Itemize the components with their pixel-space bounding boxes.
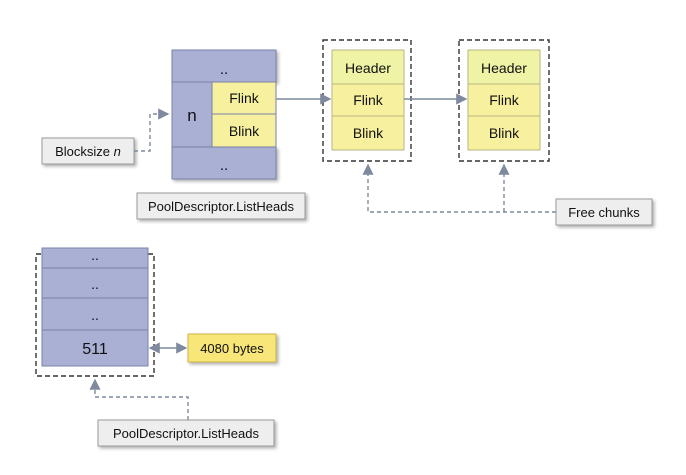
bottom-row-last-label: 511 xyxy=(82,341,108,358)
list-head-top-cell-label: .. xyxy=(220,61,228,78)
chunk-2-flink-cell xyxy=(467,83,541,117)
size-box: 4080 bytes xyxy=(187,333,277,363)
free-chunks-connector xyxy=(362,163,556,213)
top-caption-box: PoolDescriptor.ListHeads xyxy=(136,192,306,220)
chunk-2-header-label: Header xyxy=(481,60,527,76)
list-head-bottom-cell-label: .. xyxy=(220,157,228,174)
top-caption-label: PoolDescriptor.ListHeads xyxy=(148,199,294,214)
free-chunks-box: Free chunks xyxy=(555,198,653,226)
top-list-heads: .. n Flink Blink .. xyxy=(171,49,277,180)
chunk-2-blink-label: Blink xyxy=(489,125,520,141)
list-head-blink-cell xyxy=(211,113,277,148)
bottom-row-2-label: .. xyxy=(91,276,99,292)
free-chunk-1: Header Flink Blink xyxy=(322,39,412,162)
chunk-1-flink-label: Flink xyxy=(353,92,384,108)
list-head-flink-label: Flink xyxy=(229,90,260,106)
bottom-caption-label: PoolDescriptor.ListHeads xyxy=(113,426,259,441)
bottom-row-2 xyxy=(41,267,149,299)
chunk-1-frame xyxy=(322,39,412,162)
chunk-2-blink-cell xyxy=(467,115,541,151)
blocksize-var: n xyxy=(114,144,121,159)
list-head-top-cell xyxy=(171,49,277,83)
list-head-index-label: n xyxy=(187,106,196,125)
bottom-caption-box: PoolDescriptor.ListHeads xyxy=(97,419,275,447)
chunk-2-flink-label: Flink xyxy=(489,92,520,108)
bottom-row-3 xyxy=(41,297,149,331)
free-chunks-label: Free chunks xyxy=(568,205,640,220)
bottom-row-last xyxy=(41,329,149,367)
list-head-blink-label: Blink xyxy=(229,123,260,139)
chunk-1-blink-label: Blink xyxy=(353,125,384,141)
bottom-caption-connector xyxy=(89,378,189,420)
blocksize-arrow xyxy=(134,108,170,152)
chunk-1-blink-cell xyxy=(331,115,405,151)
list-head-index-cell xyxy=(171,81,213,148)
chunk-1-header-label: Header xyxy=(345,60,391,76)
size-box-label: 4080 bytes xyxy=(200,341,264,356)
list-head-bottom-cell xyxy=(171,146,277,180)
bottom-row-1-label: .. xyxy=(91,247,99,263)
bottom-row-3-label: .. xyxy=(91,307,99,323)
chunk-2-header-cell xyxy=(467,49,541,85)
chunk-1-flink-cell xyxy=(331,83,405,117)
bottom-list-heads: .. .. .. 511 xyxy=(35,247,155,377)
svg-text:Blocksize n: Blocksize n xyxy=(55,144,121,159)
chunk-1-header-cell xyxy=(331,49,405,85)
blocksize-box: Blocksize n xyxy=(41,137,135,165)
free-chunk-2: Header Flink Blink xyxy=(458,39,550,162)
blocksize-prefix: Blocksize xyxy=(55,144,114,159)
